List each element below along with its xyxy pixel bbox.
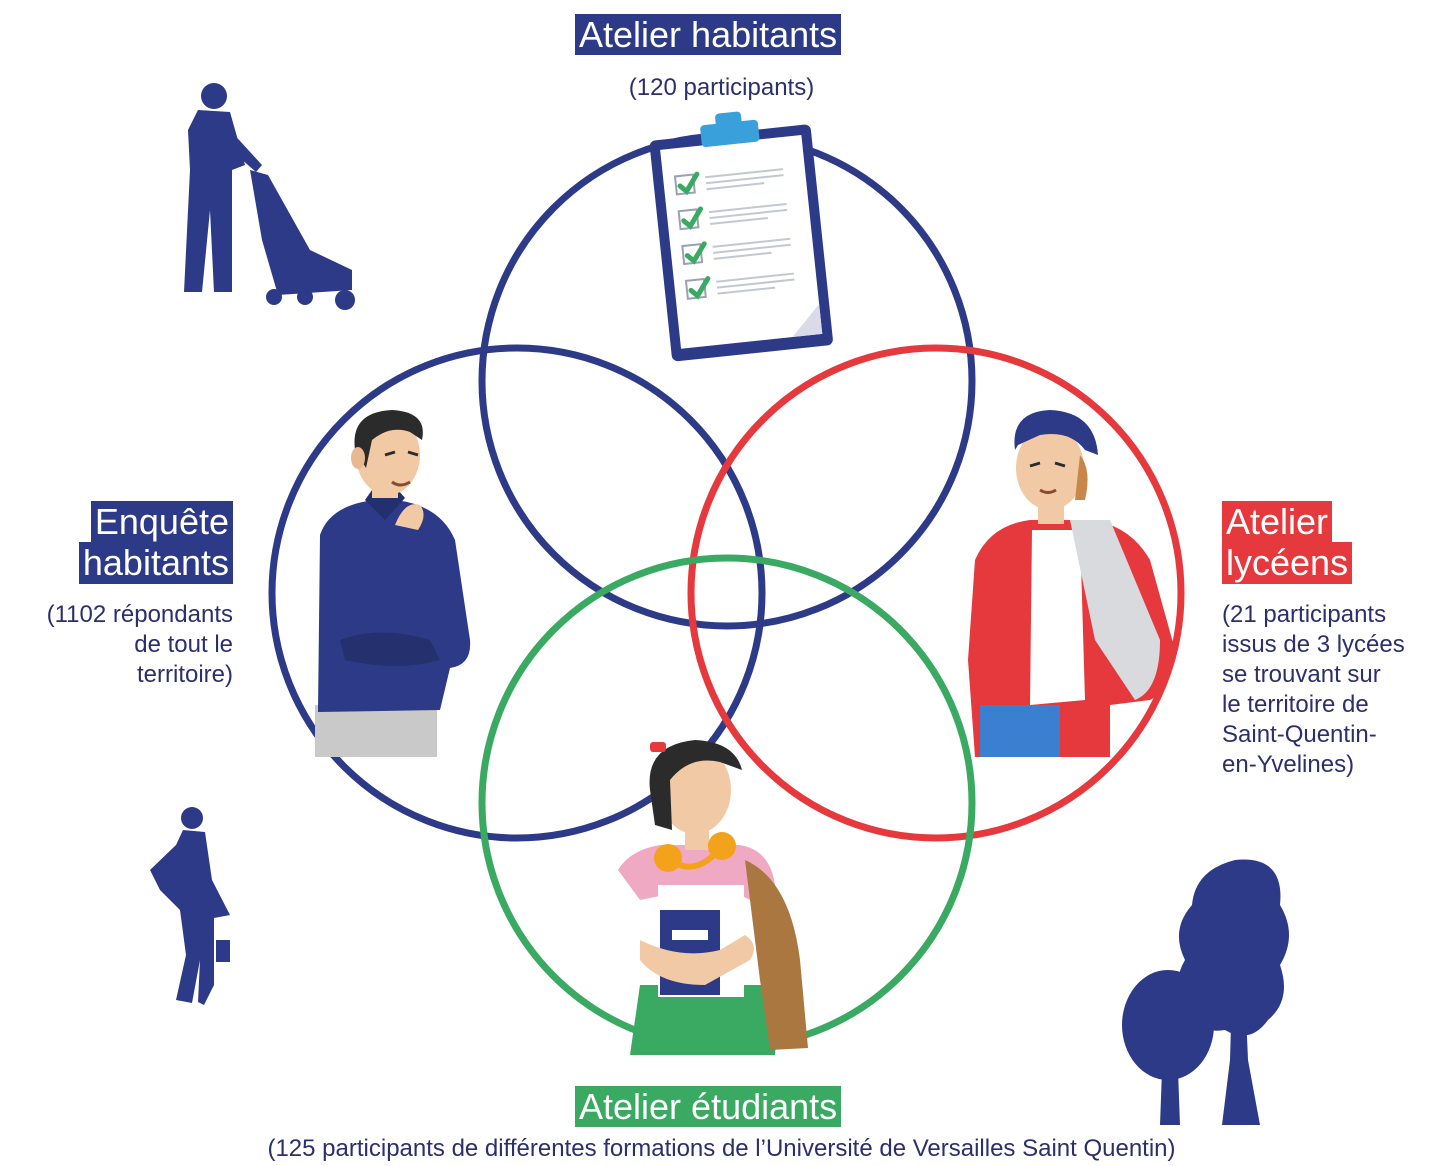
atelier-habitants-title: Atelier habitants — [575, 14, 842, 56]
enquete-habitants-title-line-2: habitants — [78, 542, 233, 584]
atelier-etudiants-title-block: Atelier étudiants — [575, 1086, 842, 1128]
enquete-habitants-caption-line: territoire) — [136, 661, 233, 688]
atelier-lyceens-caption-line: (21 participants — [1222, 601, 1387, 628]
stroller-person-silhouette-icon — [184, 83, 355, 310]
tree-silhouette-icon — [1122, 859, 1289, 1125]
enquete-habitants-caption: (1102 répondants de tout le territoire) — [0, 600, 233, 690]
atelier-lyceens-caption-line: le territoire de — [1222, 691, 1369, 718]
circle-enquete-habitants — [268, 344, 766, 842]
atelier-habitants-caption: (120 participants) — [628, 74, 815, 101]
atelier-lyceens-title-line-2: lycéens — [1222, 542, 1353, 584]
walking-woman-silhouette-icon — [150, 807, 230, 1005]
atelier-lyceens-caption: (21 participants issus de 3 lycées se tr… — [1222, 600, 1443, 780]
enquete-habitants-title-line-1: Enquête — [90, 501, 233, 543]
thinking-man-illustration — [315, 410, 471, 757]
student-girl-illustration — [618, 740, 808, 1055]
atelier-lyceens-caption-line: Saint-Quentin- — [1222, 721, 1377, 748]
student-boy-illustration — [968, 410, 1175, 757]
enquete-habitants-caption-line: (1102 répondants — [46, 601, 233, 628]
enquete-habitants-title-block: Enquête habitants — [78, 501, 233, 584]
enquete-habitants-caption-line: de tout le — [134, 631, 233, 658]
atelier-etudiants-caption: (125 participants de différentes formati… — [267, 1135, 1176, 1162]
atelier-etudiants-title: Atelier étudiants — [575, 1086, 842, 1128]
atelier-habitants-title-block: Atelier habitants — [575, 14, 842, 56]
atelier-lyceens-caption-line: en-Yvelines) — [1222, 751, 1355, 778]
atelier-lyceens-title-line-1: Atelier — [1222, 501, 1333, 543]
atelier-lyceens-caption-line: issus de 3 lycées — [1222, 631, 1405, 658]
circle-atelier-lyceens — [687, 344, 1185, 842]
atelier-lyceens-caption-line: se trouvant sur — [1222, 661, 1381, 688]
clipboard-checklist-icon — [649, 111, 833, 362]
atelier-lyceens-title-block: Atelier lycéens — [1222, 501, 1353, 584]
